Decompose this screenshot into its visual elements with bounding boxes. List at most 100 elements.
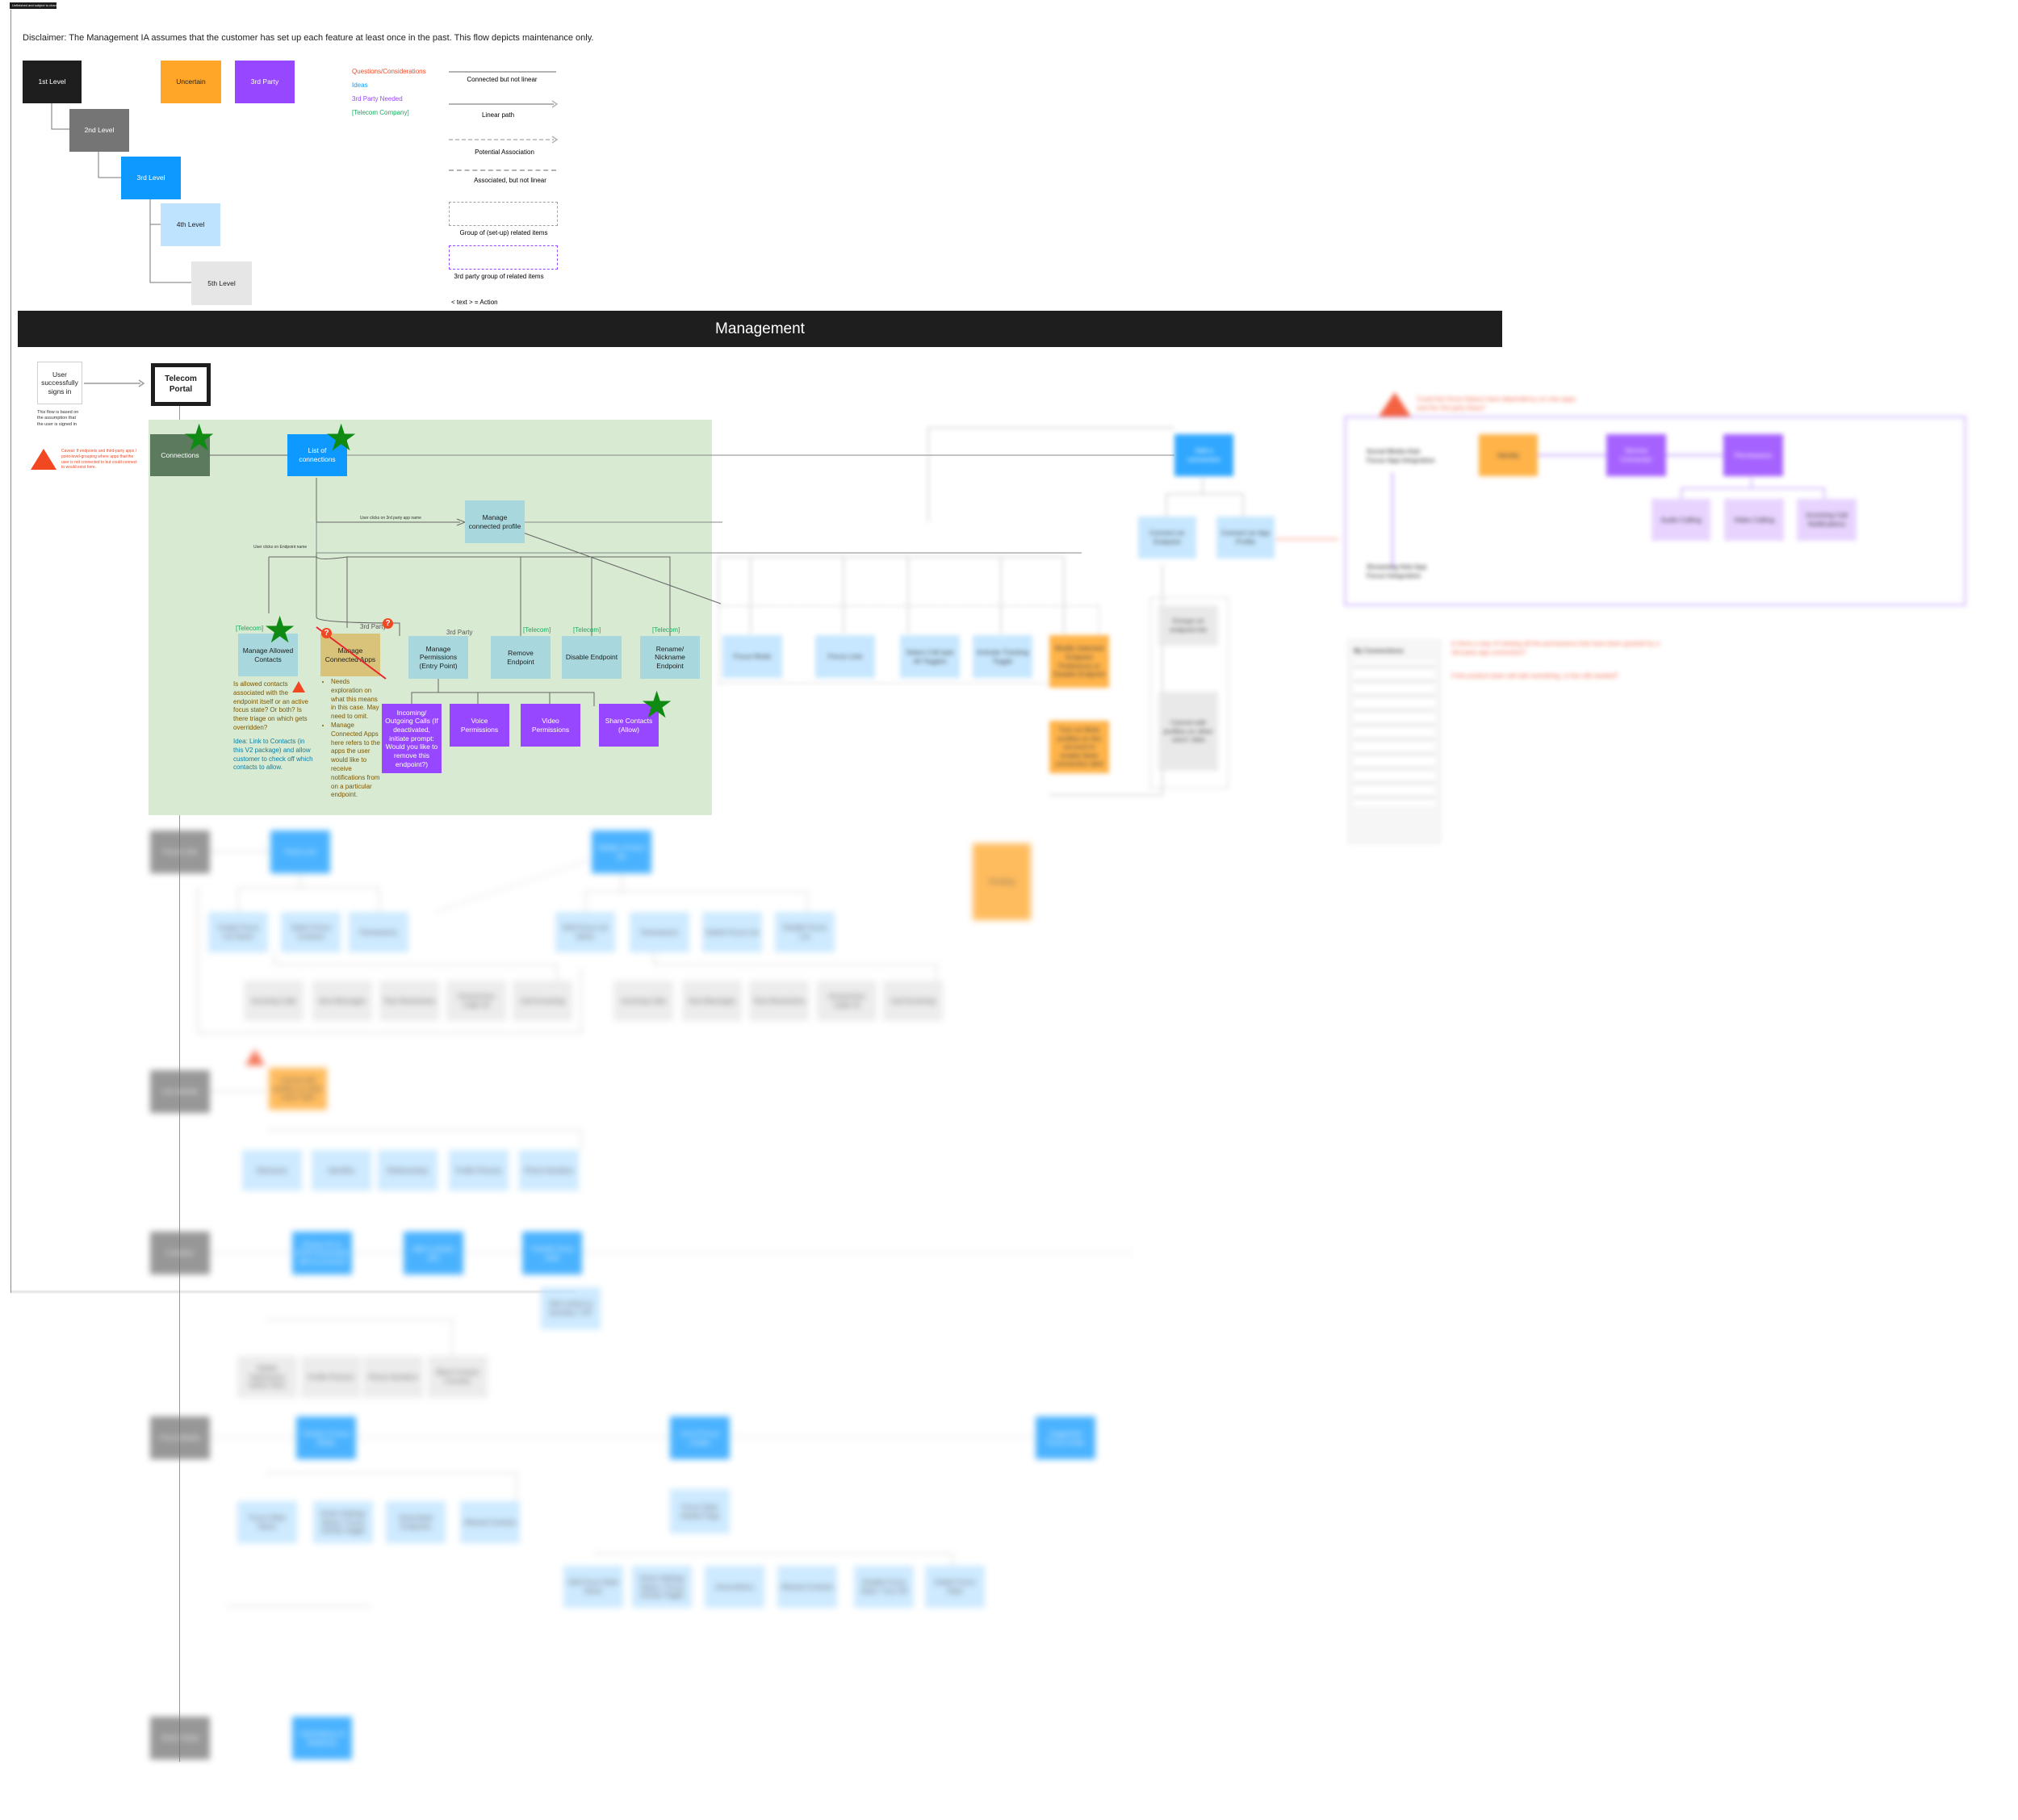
third-party-group <box>1344 416 1966 606</box>
manage-permissions: Manage Permissions (Entry Point) <box>408 636 468 679</box>
list-of-connections: List of connections <box>287 434 347 476</box>
legend-level-3: 3rd Level <box>121 157 181 199</box>
sub-sent-2: Sent Messages <box>682 981 742 1021</box>
connected-apps-notes: Needs exploration on what this means in … <box>323 678 383 800</box>
identity-relationships: Relationships <box>378 1150 438 1190</box>
mute-profiles: Turn on Mute profiles on the account to … <box>1049 721 1109 773</box>
edit-focus-state-name: Edit Focus State Name <box>563 1566 623 1608</box>
management-banner: Management <box>18 311 1502 347</box>
delete-focus-state: Delete Focus State <box>925 1566 985 1608</box>
legend-level-5: 5th Level <box>191 261 252 305</box>
lower-connectors <box>197 851 1130 1607</box>
third-streaming-hub: Streaming Hub App Focus Integration <box>1367 563 1427 579</box>
identity-profile-pictures: Profile Pictures <box>449 1150 509 1190</box>
manage-connected-profile: Manage connected profile <box>465 500 525 543</box>
legend-group-box <box>449 202 558 226</box>
connect-sub-2: Cannot edit profiles on other users' dat… <box>1158 692 1218 771</box>
endpoint-call-toggles: Select Call type All Toggles <box>900 635 960 678</box>
frame-bottom-border <box>10 1291 576 1292</box>
contacts-profile-pictures: Profile Pictures <box>301 1356 361 1398</box>
manage-allowed-contacts: Manage Allowed Contacts <box>238 634 298 676</box>
legend-group-label: Group of (set-up) related items <box>459 229 548 236</box>
contacts-idea: Idea: Link to Contacts (in this V2 packa… <box>233 738 313 772</box>
select-focus-contacts: Select Focus Contacts <box>281 912 341 952</box>
legend-telecom-company: [Telecom Company] <box>352 109 409 116</box>
apps-note-1: Needs exploration on what this means in … <box>331 678 383 722</box>
third-video: Video Calling <box>1724 499 1784 541</box>
legend-questions: Questions/Considerations <box>352 68 426 75</box>
contacts-phone-numbers: Phone Numbers <box>363 1356 423 1398</box>
connections-connectors <box>150 454 1174 706</box>
telecom-portal: Telecom Portal <box>151 363 211 406</box>
third-service-connector: Service Connector <box>1606 434 1666 476</box>
focus-lists-node: Focus Lists <box>150 831 210 873</box>
manage-connected-apps: Manage Connected Apps <box>320 634 380 676</box>
endpoint-focus-lists: Focus Lists <box>815 635 875 678</box>
legend-line-potential <box>449 136 559 144</box>
tag-connected-apps: 3rd Party <box>360 623 387 630</box>
permission-voice: Voice Permissions <box>450 704 509 747</box>
right-note-2: If the product team will add something, … <box>1451 672 1618 680</box>
identity-nickname: Nickname <box>242 1150 302 1190</box>
legend-line-connected <box>449 71 556 73</box>
sub-incoming-2: Incoming Calls <box>613 981 673 1021</box>
modify-focus-list: Modify a Focus list <box>592 831 651 873</box>
legend-level-connectors <box>51 103 191 283</box>
disclaimer: Disclaimer: The Management IA assumes th… <box>23 33 594 43</box>
sub-anon-2: Anonymous Caller ID <box>817 981 877 1021</box>
warning-triangle-left <box>31 449 57 470</box>
rename-endpoint: Rename/ Nickname Endpoint <box>640 636 700 679</box>
legend-third-party-needed: 3rd Party Needed <box>352 95 403 103</box>
suggested-focus-mode: Suggested Focus mode <box>1036 1416 1095 1459</box>
question-icon-apps: ? <box>383 618 393 629</box>
legend-line-associated-label: Associated, but not linear <box>474 177 546 184</box>
management-title: Management <box>715 320 805 337</box>
edit-focus-allowed-contacts: Allowed Contacts <box>777 1566 837 1608</box>
create-focus-mode: Create a Focus Mode <box>296 1416 356 1459</box>
signin-arrow <box>84 379 145 387</box>
sub-time-2: Time Restrictions <box>749 981 809 1021</box>
edit-focus-active-settings: Active Settings Status / Focus Activity … <box>632 1566 692 1608</box>
pending-note: Pending <box>973 843 1031 920</box>
contacts-block: Block Contact Function <box>428 1356 488 1398</box>
connect-sub-1: Groups on endpoint list <box>1158 605 1218 646</box>
identity-identifier: Identifier <box>312 1150 371 1190</box>
tag-remove-endpoint: [Telecom] <box>523 626 551 634</box>
card-lines <box>1354 661 1435 806</box>
delete-focus-list: Delete Focus List <box>702 912 762 952</box>
active-tasks-node: Active Tasks <box>150 1717 210 1759</box>
contacts-question: Is allowed contacts associated with the … <box>233 680 308 731</box>
connect-app-profile: Connect an App Profile <box>1216 517 1275 559</box>
edit-focus-associations: Associations <box>705 1566 764 1608</box>
tag-disable-endpoint: [Telecom] <box>573 626 601 634</box>
legend-action: < text > = Action <box>451 299 498 306</box>
legend-line-potential-label: Potential Association <box>475 149 534 156</box>
third-audio: Audio Calling <box>1652 499 1710 541</box>
legend-uncertain: Uncertain <box>161 61 221 103</box>
warning-triangle-contacts <box>292 681 305 692</box>
connect-endpoint: Connect an Endpoint <box>1138 517 1196 559</box>
sub-sent-1: Sent Messages <box>312 981 372 1021</box>
sub-time-1: Time Restrictions <box>379 981 439 1021</box>
focus-permissions: Permissions <box>349 912 408 952</box>
click-third-party-label: User clicks on 3rd party app name <box>360 516 421 521</box>
modify-endpoint: Modify Selected Endpoint Preference or D… <box>1049 635 1109 688</box>
star-allowed-contacts: ★ <box>263 609 297 651</box>
click-endpoint-label: User clicks on Endpoint name <box>253 545 308 550</box>
endpoint-tracking-toggle: Activate Tracking Toggle <box>973 635 1032 678</box>
apps-note-2: Manage Connected Apps here refers to the… <box>331 722 383 800</box>
legend-level-4: 4th Level <box>161 203 220 246</box>
third-permissions: Permissions <box>1723 434 1783 476</box>
connections-card-mock: My Connections <box>1348 640 1441 843</box>
contacts-delete-submission: Delete Submission before Sent <box>237 1356 297 1398</box>
question-icon-apps-left: ? <box>321 628 332 638</box>
disable-endpoint: Disable Endpoint <box>562 636 622 679</box>
legend-level-2: 2nd Level <box>69 109 129 152</box>
third-identity: Identity <box>1479 434 1538 476</box>
tag-rename-endpoint: [Telecom] <box>652 626 680 634</box>
remove-endpoint: Remove Endpoint <box>491 636 551 679</box>
live-identity-uncertain: Cannot edit profiles on other users' dat… <box>269 1068 327 1110</box>
permission-incoming-calls: Incoming/ Outgoing Calls (If deactivated… <box>382 704 442 773</box>
focus-state-name: Focus State Name <box>237 1501 297 1543</box>
legend-third-party: 3rd Party <box>235 61 295 103</box>
